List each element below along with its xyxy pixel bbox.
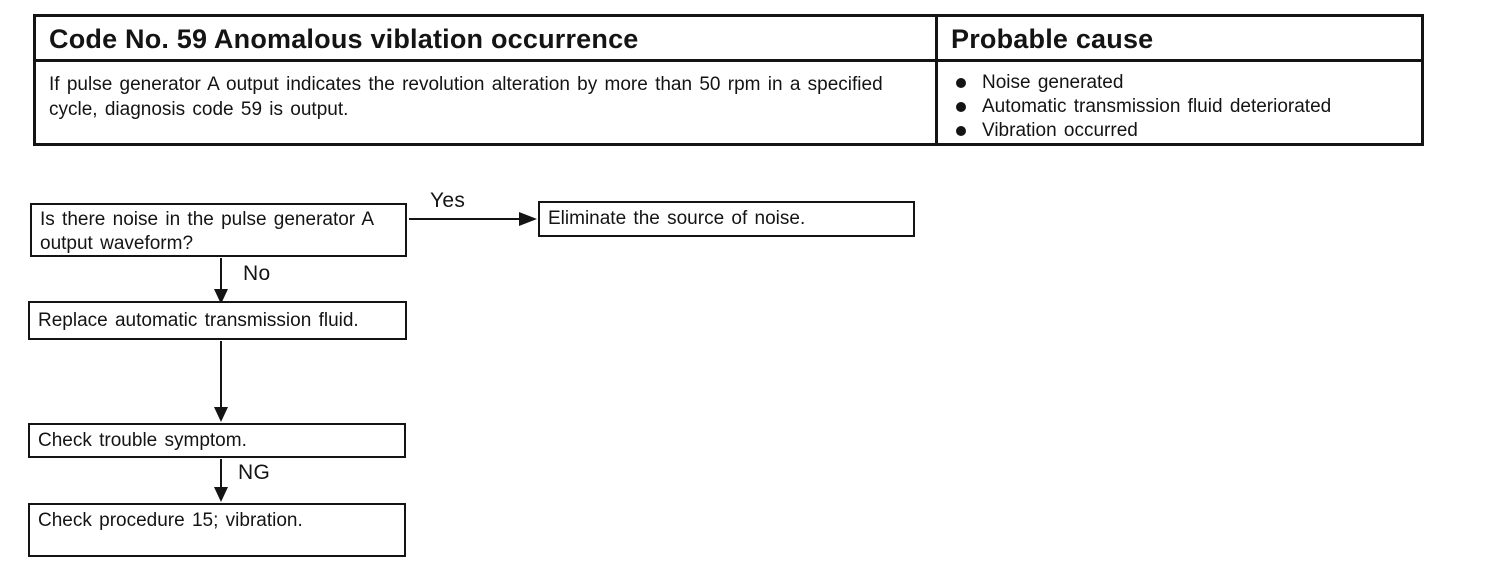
flow-node-check-symptom: Check trouble symptom. bbox=[28, 423, 406, 458]
cause-item: Automatic transmission fluid deteriorate… bbox=[952, 95, 1413, 119]
probable-cause-cell: Noise generated Automatic transmission f… bbox=[935, 62, 1421, 143]
code-title: Code No. 59 Anomalous viblation occurren… bbox=[36, 17, 935, 62]
probable-cause-list: Noise generated Automatic transmission f… bbox=[952, 71, 1413, 143]
flow-node-replace-fluid: Replace automatic transmission fluid. bbox=[28, 301, 407, 340]
diagnostic-code-table: Code No. 59 Anomalous viblation occurren… bbox=[33, 14, 1424, 146]
flow-node-eliminate-noise: Eliminate the source of noise. bbox=[538, 201, 915, 237]
bullet-icon bbox=[956, 78, 966, 88]
code-description: If pulse generator A output indicates th… bbox=[49, 74, 883, 120]
ng-arrowhead-icon bbox=[214, 487, 228, 502]
cause-item: Vibration occurred bbox=[952, 119, 1413, 143]
cause-text: Noise generated bbox=[982, 72, 1124, 93]
ng-branch-label: NG bbox=[236, 461, 273, 485]
cause-text: Vibration occurred bbox=[982, 120, 1138, 141]
flow-node-question: Is there noise in the pulse generator A … bbox=[30, 203, 407, 257]
bullet-icon bbox=[956, 126, 966, 136]
flow-node-check-procedure: Check procedure 15; vibration. bbox=[28, 503, 406, 557]
yes-arrowhead-icon bbox=[519, 212, 537, 226]
probable-cause-header: Probable cause bbox=[935, 17, 1421, 62]
flow-arrowhead-icon bbox=[214, 407, 228, 422]
cause-text: Automatic transmission fluid deteriorate… bbox=[982, 96, 1332, 117]
bullet-icon bbox=[956, 102, 966, 112]
yes-branch-label: Yes bbox=[428, 189, 468, 213]
cause-item: Noise generated bbox=[952, 71, 1413, 95]
no-branch-label: No bbox=[241, 262, 273, 286]
